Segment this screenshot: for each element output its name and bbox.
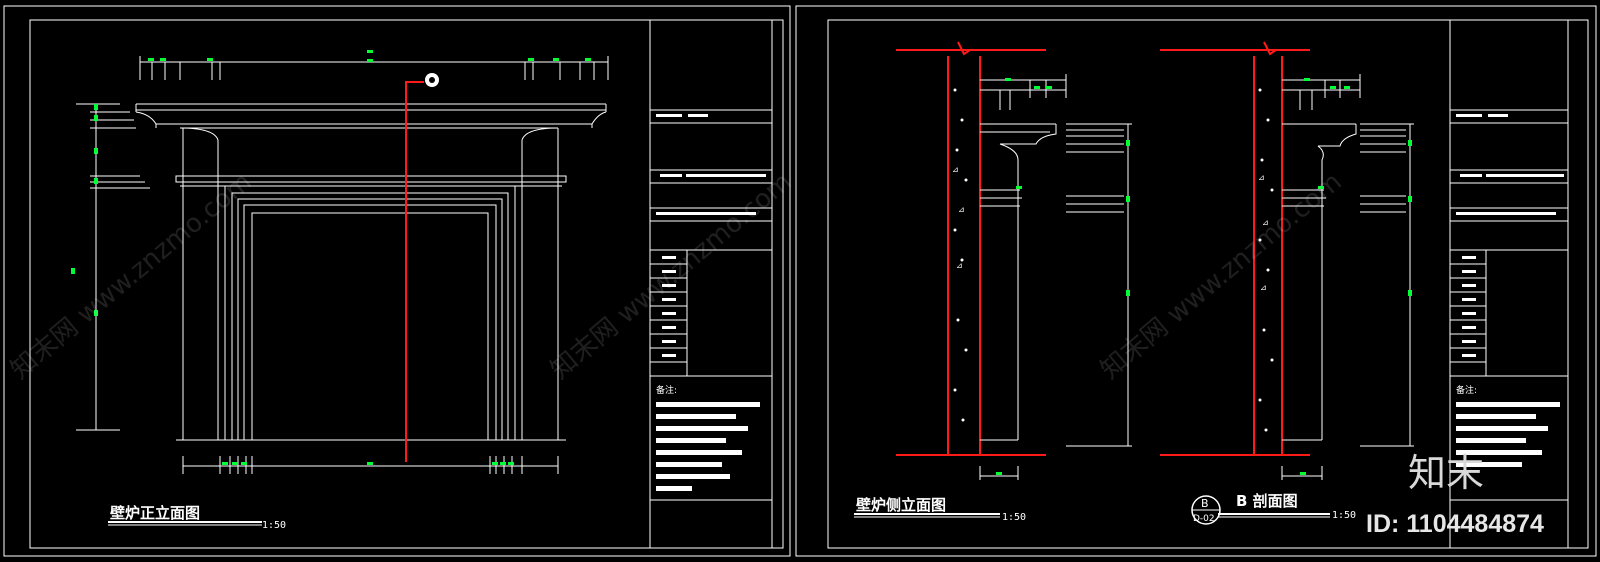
- svg-text:⊿: ⊿: [952, 165, 959, 174]
- section-b-title: B 剖面图: [1236, 492, 1298, 510]
- watermark-text-1: 知末网 www.znzmo.com: [5, 167, 257, 386]
- front-dimension-marks: [71, 50, 591, 465]
- fireplace-front-elevation: [76, 56, 609, 474]
- section-b-scale: 1:50: [1332, 510, 1356, 521]
- side-elevation-scale: 1:50: [1002, 512, 1026, 523]
- svg-text:⊿: ⊿: [1258, 173, 1265, 182]
- svg-text:⊿: ⊿: [956, 261, 963, 270]
- front-elevation-title: 壁炉正立面图: [110, 504, 200, 522]
- left-titleblock: 备注:: [650, 109, 772, 501]
- svg-text:⊿: ⊿: [958, 205, 965, 214]
- left-sheet-inner-frame: [29, 19, 784, 549]
- side-dimension-marks: [996, 78, 1412, 475]
- section-bubble-letter: B: [1201, 497, 1209, 510]
- left-sheet: 备注:: [3, 5, 791, 557]
- right-sheet: 备注: ⊿ ⊿ ⊿: [795, 5, 1597, 557]
- svg-text:⊿: ⊿: [1260, 283, 1267, 292]
- watermark-layer: 知末网 www.znzmo.com 知末网 www.znzmo.com 知末网 …: [5, 167, 1347, 386]
- right-sheet-inner-frame: [827, 19, 1589, 549]
- right-titleblock: 备注:: [1450, 109, 1568, 501]
- brand-watermark: 知末: [1408, 451, 1484, 495]
- right-notes-label: 备注:: [1456, 384, 1477, 396]
- watermark-text-2: 知末网 www.znzmo.com: [545, 167, 797, 386]
- left-notes-label: 备注:: [656, 384, 677, 396]
- left-sheet-outer-frame: [3, 5, 791, 557]
- section-bubble-sheet: D-02: [1193, 514, 1215, 524]
- fireplace-side-elevation: ⊿ ⊿ ⊿: [896, 41, 1132, 480]
- right-sheet-outer-frame: [795, 5, 1597, 557]
- fireplace-section-b: ⊿ ⊿ ⊿: [1160, 41, 1414, 480]
- section-cut-marker: [405, 73, 439, 462]
- watermark-text-3: 知末网 www.znzmo.com: [1095, 167, 1347, 386]
- side-elevation-title: 壁炉侧立面图: [856, 496, 946, 514]
- image-id-label: ID: 1104484874: [1366, 510, 1544, 538]
- section-bubble: [1191, 495, 1221, 525]
- svg-text:⊿: ⊿: [1262, 218, 1269, 227]
- front-elevation-scale: 1:50: [262, 520, 286, 531]
